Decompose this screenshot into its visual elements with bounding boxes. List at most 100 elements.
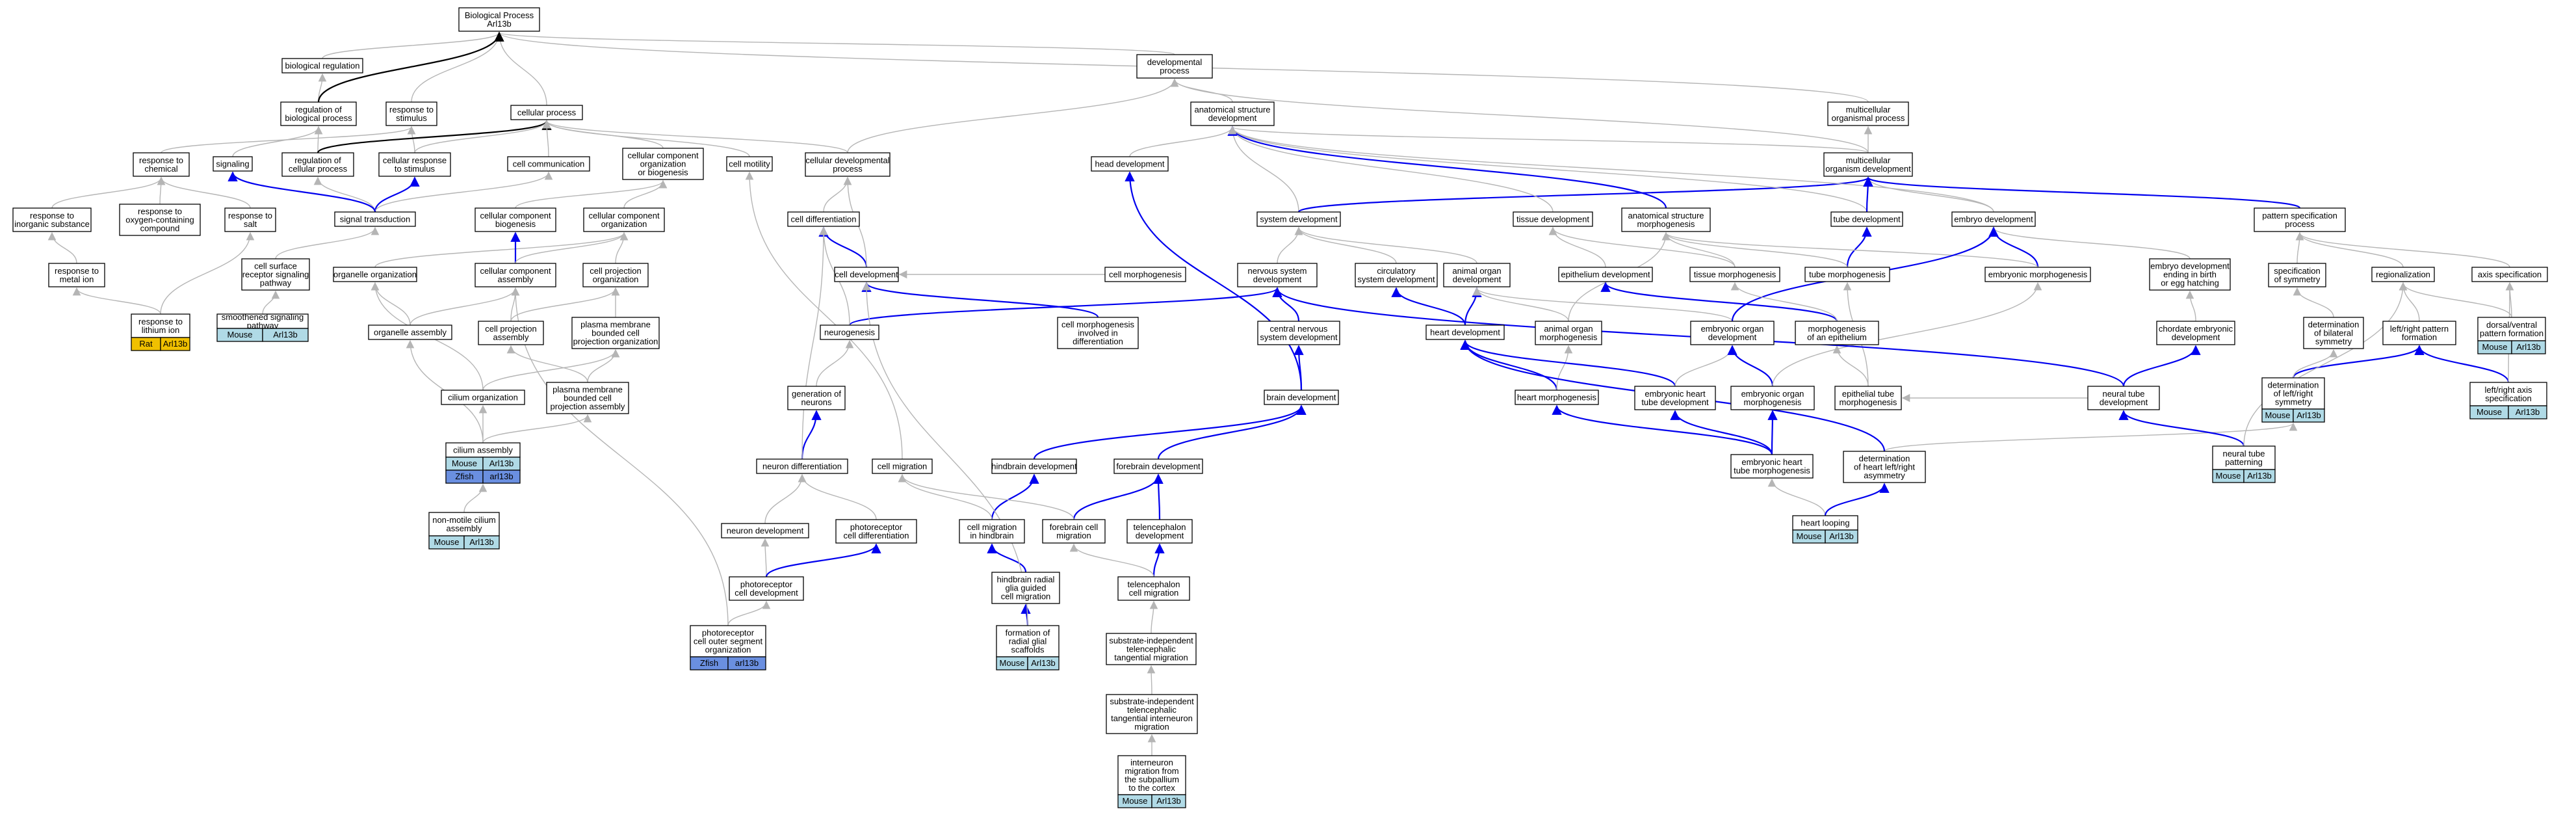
go-term-cell-dev[interactable]: cell development <box>834 267 899 282</box>
go-term-tube-morph[interactable]: tube morphogenesis <box>1804 267 1890 282</box>
go-term-neurogen[interactable]: neurogenesis <box>820 325 879 340</box>
go-term-head-dev[interactable]: head development <box>1091 156 1169 172</box>
go-term-tissue-dev[interactable]: tissue development <box>1513 211 1593 227</box>
go-term-cell-morph[interactable]: cell morphogenesis <box>1104 267 1186 282</box>
go-term-axis-spec[interactable]: axis specification <box>2471 267 2548 282</box>
go-term-organelle-asm[interactable]: organelle assembly <box>368 325 452 340</box>
go-term-brain-dev[interactable]: brain development <box>1264 390 1339 405</box>
go-term-embryo-morph[interactable]: embryonic morphogenesis <box>1984 267 2091 282</box>
go-term-hind-dev[interactable]: hindbrain development <box>991 458 1077 474</box>
go-term-neur-dev[interactable]: neuron development <box>721 523 809 538</box>
go-term-organelle-org[interactable]: organelle organization <box>333 267 417 282</box>
term-label-line: pathway <box>260 278 292 288</box>
go-term-heart-morph[interactable]: heart morphogenesis <box>1515 390 1599 405</box>
go-term-embryo-dev[interactable]: embryo development <box>1951 211 2036 227</box>
go-term-cell-mot[interactable]: cell motility <box>726 156 773 172</box>
go-term-epi-dev[interactable]: epithelium development <box>1558 267 1653 282</box>
go-term-biol-reg[interactable]: biological regulation <box>281 58 363 73</box>
go-term-cell-mig[interactable]: cell migration <box>872 458 933 474</box>
go-term-sys-dev[interactable]: system development <box>1256 211 1341 227</box>
go-term-cell-comm[interactable]: cell communication <box>507 156 590 172</box>
go-term-regional[interactable]: regionalization <box>2371 267 2435 282</box>
go-term-sitm[interactable]: substrate-independenttelencephalictangen… <box>1106 633 1197 665</box>
go-term-sig-trans[interactable]: signal transduction <box>334 211 416 227</box>
go-term-cilium-org[interactable]: cilium organization <box>441 390 525 405</box>
go-term-tissue-morph[interactable]: tissue morphogenesis <box>1689 267 1780 282</box>
go-term-signaling[interactable]: signaling <box>213 156 253 172</box>
go-term-tube-dev[interactable]: tube development <box>1830 211 1903 227</box>
go-term-fore-dev[interactable]: forebrain development <box>1113 458 1203 474</box>
go-term-sitim[interactable]: substrate-independenttelencephalictangen… <box>1106 694 1198 734</box>
go-term-heart-dev[interactable]: heart development <box>1425 325 1505 340</box>
go-term-cell-proc[interactable]: cellular process <box>510 105 583 120</box>
go-term-cell-diff[interactable]: cell differentiation <box>787 211 860 227</box>
go-term-neur-diff[interactable]: neuron differentiation <box>756 458 848 474</box>
